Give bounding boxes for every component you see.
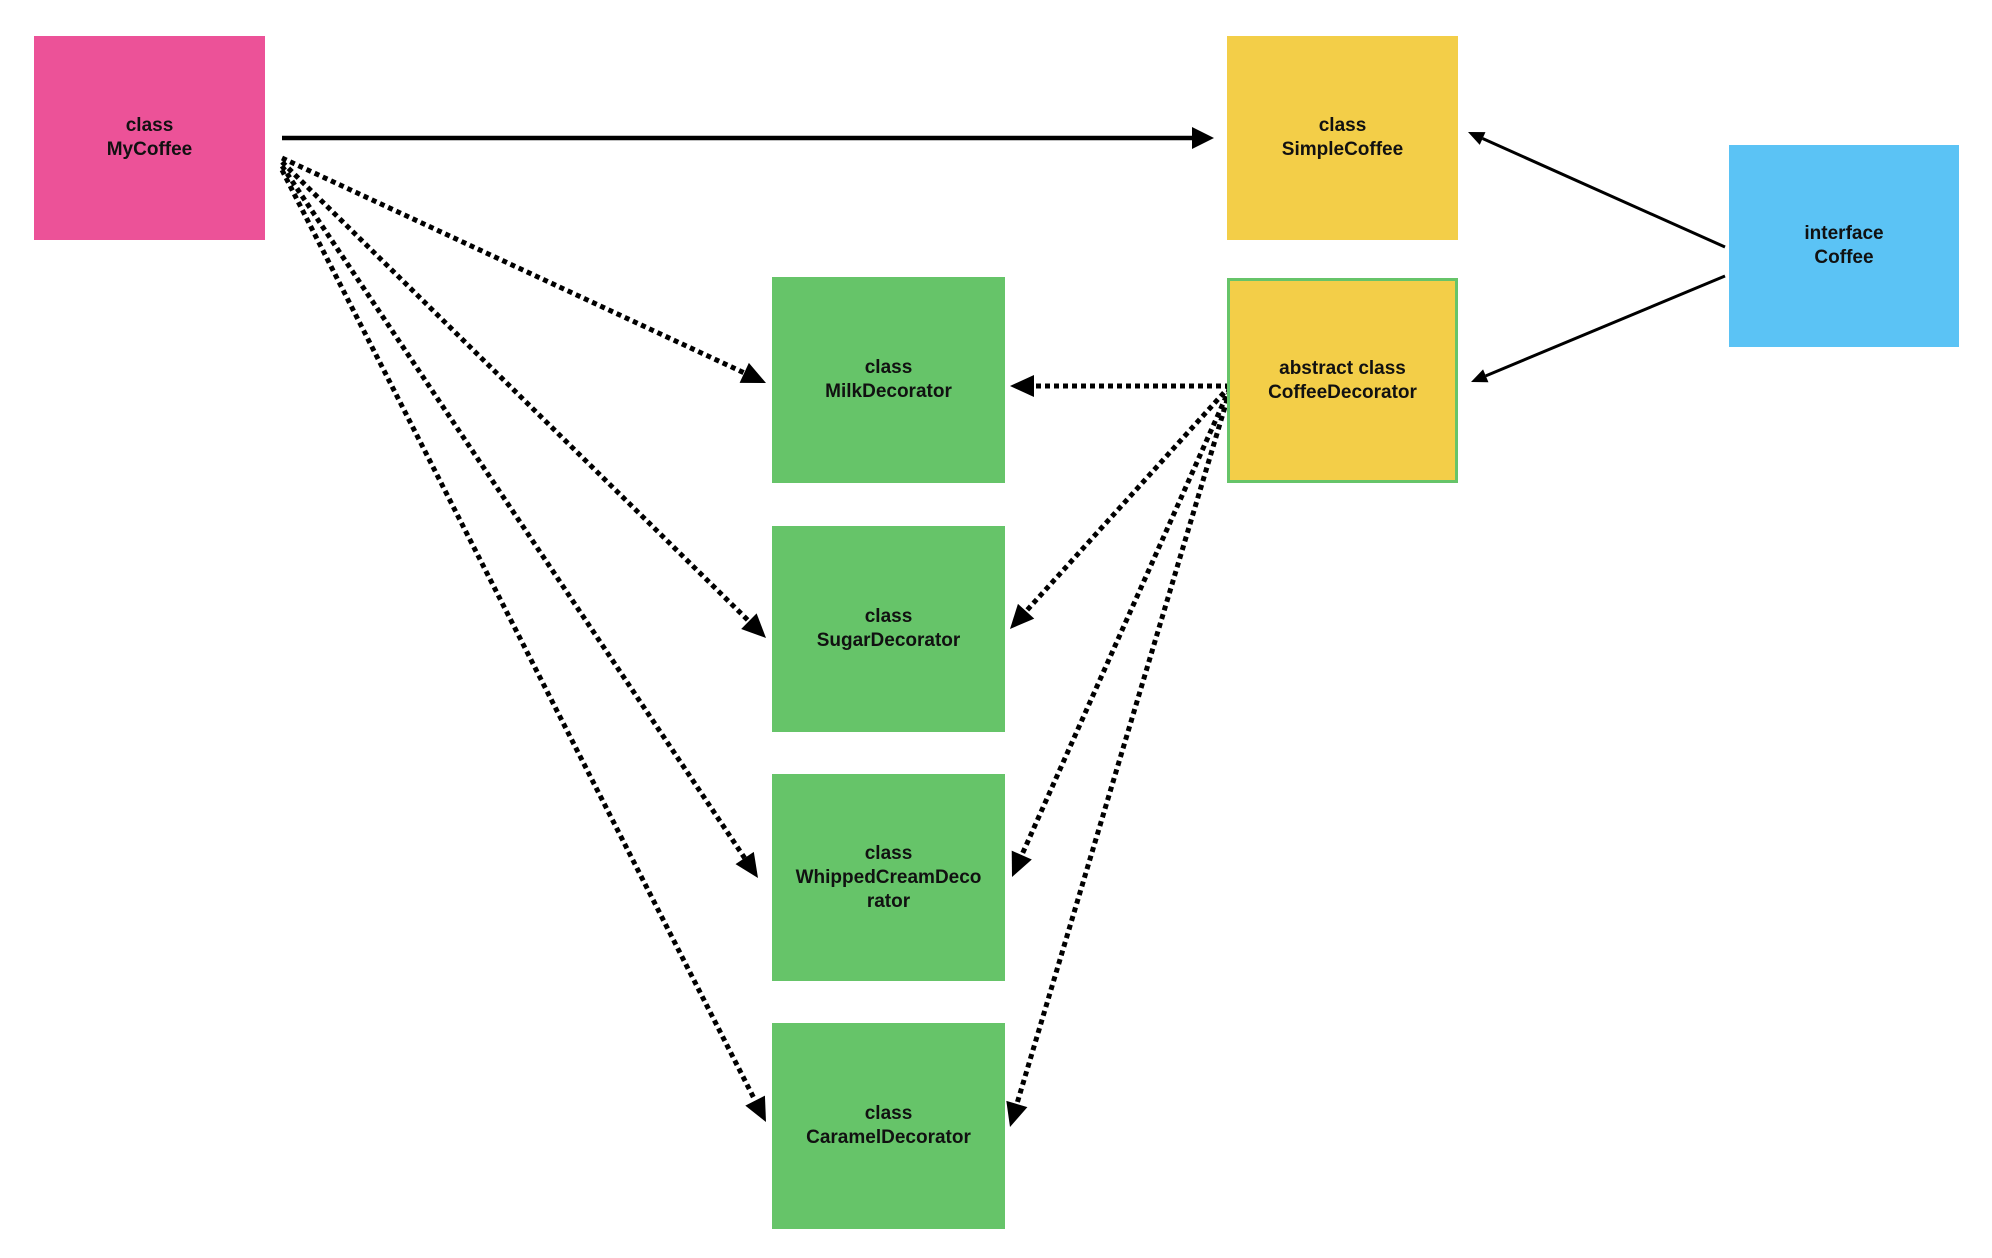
node-label-line: CaramelDecorator bbox=[806, 1127, 971, 1148]
node-label-coffee: interface Coffee bbox=[1800, 222, 1887, 270]
node-sugardecorator: class SugarDecorator bbox=[772, 526, 1005, 732]
node-label-line: class bbox=[125, 115, 174, 136]
edge-mycoffee-to-sugar bbox=[280, 160, 751, 623]
arrowhead-coffee-to-coffeedecorator bbox=[1471, 369, 1489, 383]
node-label-line: MilkDecorator bbox=[825, 381, 952, 402]
node-label-line: interface bbox=[1804, 223, 1884, 244]
node-label-line: class bbox=[864, 606, 913, 627]
node-coffee-interface: interface Coffee bbox=[1729, 145, 1959, 347]
node-label-line: abstract class bbox=[1279, 357, 1406, 379]
node-label-coffeedecorator: abstract class CoffeeDecorator bbox=[1264, 357, 1421, 405]
arrowhead-mycoffee-to-milk bbox=[739, 362, 766, 383]
arrowhead-coffeedecorator-to-milk bbox=[1010, 375, 1034, 397]
node-milkdecorator: class MilkDecorator bbox=[772, 277, 1005, 483]
node-label-line: class bbox=[1318, 115, 1367, 136]
arrowhead-coffeedecorator-to-sugar bbox=[1010, 603, 1035, 629]
node-label-line: WhippedCreamDeco bbox=[795, 866, 982, 888]
edge-mycoffee-to-milk bbox=[280, 155, 746, 376]
edge-coffeedecorator-to-sugar bbox=[1024, 384, 1232, 613]
edge-coffeedecorator-to-caramel bbox=[1014, 389, 1233, 1105]
edge-coffee-to-simplecoffee bbox=[1481, 137, 1726, 249]
arrowhead-mycoffee-to-whipped bbox=[735, 851, 758, 878]
node-label-line: CoffeeDecorator bbox=[1268, 381, 1417, 403]
node-simplecoffee: class SimpleCoffee bbox=[1227, 36, 1458, 240]
edge-mycoffee-to-whipped bbox=[279, 164, 747, 860]
node-label-simplecoffee: class SimpleCoffee bbox=[1278, 114, 1407, 162]
node-whippedcreamdecorator: class WhippedCreamDeco rator bbox=[772, 774, 1005, 981]
node-label-line: Coffee bbox=[1814, 247, 1874, 268]
arrowhead-mycoffee-to-sugar bbox=[741, 613, 766, 638]
node-mycoffee: class MyCoffee bbox=[34, 36, 265, 240]
node-label-line: MyCoffee bbox=[106, 139, 193, 160]
node-label-line: class bbox=[864, 842, 913, 864]
node-label-line: class bbox=[864, 357, 913, 378]
node-label-line: class bbox=[864, 1103, 913, 1124]
node-coffeedecorator: abstract class CoffeeDecorator bbox=[1227, 278, 1458, 483]
node-label-line: SimpleCoffee bbox=[1281, 139, 1404, 160]
arrowhead-coffeedecorator-to-whipped bbox=[1011, 850, 1032, 877]
arrowhead-mycoffee-to-caramel bbox=[745, 1095, 766, 1122]
edge-coffee-to-coffeedecorator bbox=[1485, 274, 1726, 378]
arrowhead-mycoffee-to-simplecoffee bbox=[1192, 127, 1214, 149]
arrowhead-coffeedecorator-to-caramel bbox=[1006, 1100, 1028, 1127]
edge-mycoffee-to-caramel bbox=[279, 168, 758, 1102]
node-carameldecorator: class CaramelDecorator bbox=[772, 1023, 1005, 1229]
node-label-mycoffee: class MyCoffee bbox=[103, 114, 197, 162]
node-label-line: rator bbox=[866, 890, 911, 912]
node-label-caramel: class CaramelDecorator bbox=[802, 1102, 975, 1150]
node-label-sugar: class SugarDecorator bbox=[813, 605, 965, 653]
node-label-whipped: class WhippedCreamDeco rator bbox=[782, 842, 995, 914]
arrowhead-coffee-to-simplecoffee bbox=[1468, 132, 1486, 145]
edge-coffeedecorator-to-whipped bbox=[1019, 386, 1233, 857]
node-label-line: SugarDecorator bbox=[816, 630, 961, 651]
node-label-milk: class MilkDecorator bbox=[821, 356, 956, 404]
